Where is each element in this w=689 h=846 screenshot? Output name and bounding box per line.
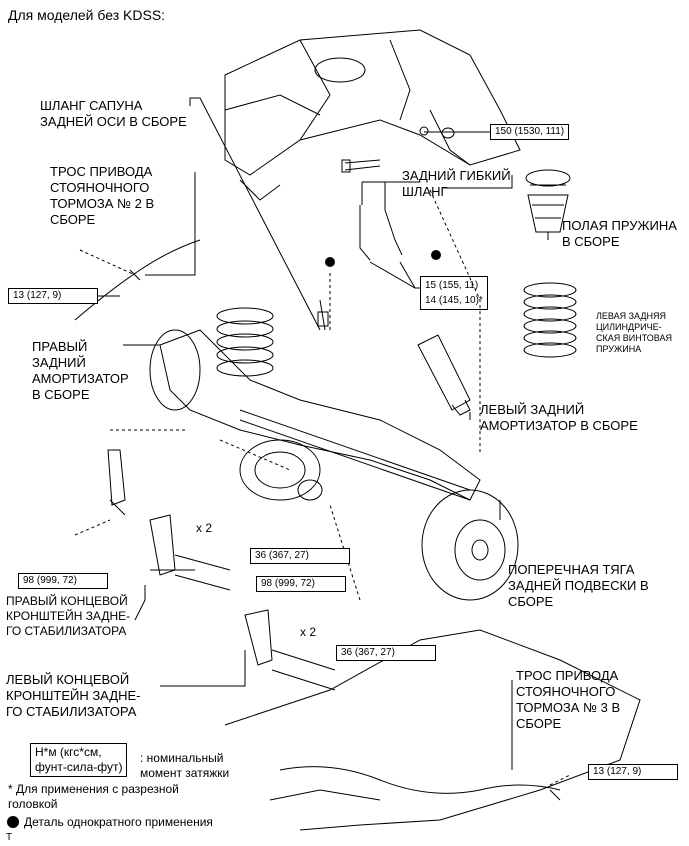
- torque-13-right: 13 (127, 9): [588, 764, 678, 780]
- parking-cable-3-shape: [279, 766, 561, 794]
- frame-crossmember: [224, 29, 521, 176]
- torque-150: 150 (1530, 111): [490, 124, 570, 140]
- legend-single-use-marker: [7, 816, 19, 828]
- single-use-marker-right: [431, 250, 441, 260]
- multiplier-upper: x 2: [196, 521, 213, 535]
- torque-98-mid: 98 (999, 72): [256, 576, 346, 592]
- multiplier-lower: x 2: [300, 625, 317, 639]
- legend-single-use: Деталь однократного применения: [24, 815, 213, 829]
- lateral-rod-shape: [239, 409, 471, 491]
- left-shock-shape: [417, 334, 471, 411]
- right-shock-shape: [107, 449, 126, 506]
- page-title: Для моделей без KDSS:: [8, 7, 166, 23]
- corner-mark: T: [6, 832, 13, 843]
- torque-98-left: 98 (999, 72): [18, 573, 108, 589]
- left-coil-spring-shape: [523, 282, 577, 358]
- torque-36-lower: 36 (367, 27): [336, 645, 436, 661]
- right-coil-spring-shape: [216, 307, 274, 377]
- parking-cable-2-shape: [74, 239, 201, 321]
- torque-36-upper: 36 (367, 27): [250, 548, 350, 564]
- torque-15-14: 15 (155, 11)14 (145, 10)*: [420, 276, 488, 310]
- single-use-marker-left: [325, 257, 335, 267]
- torque-13-left: 13 (127, 9): [8, 288, 98, 304]
- legend-units-box: Н*м (кгс*см,фунт-сила-фут): [30, 743, 128, 777]
- spring-bumper-shape: [527, 194, 569, 233]
- brake-drum: [421, 489, 519, 601]
